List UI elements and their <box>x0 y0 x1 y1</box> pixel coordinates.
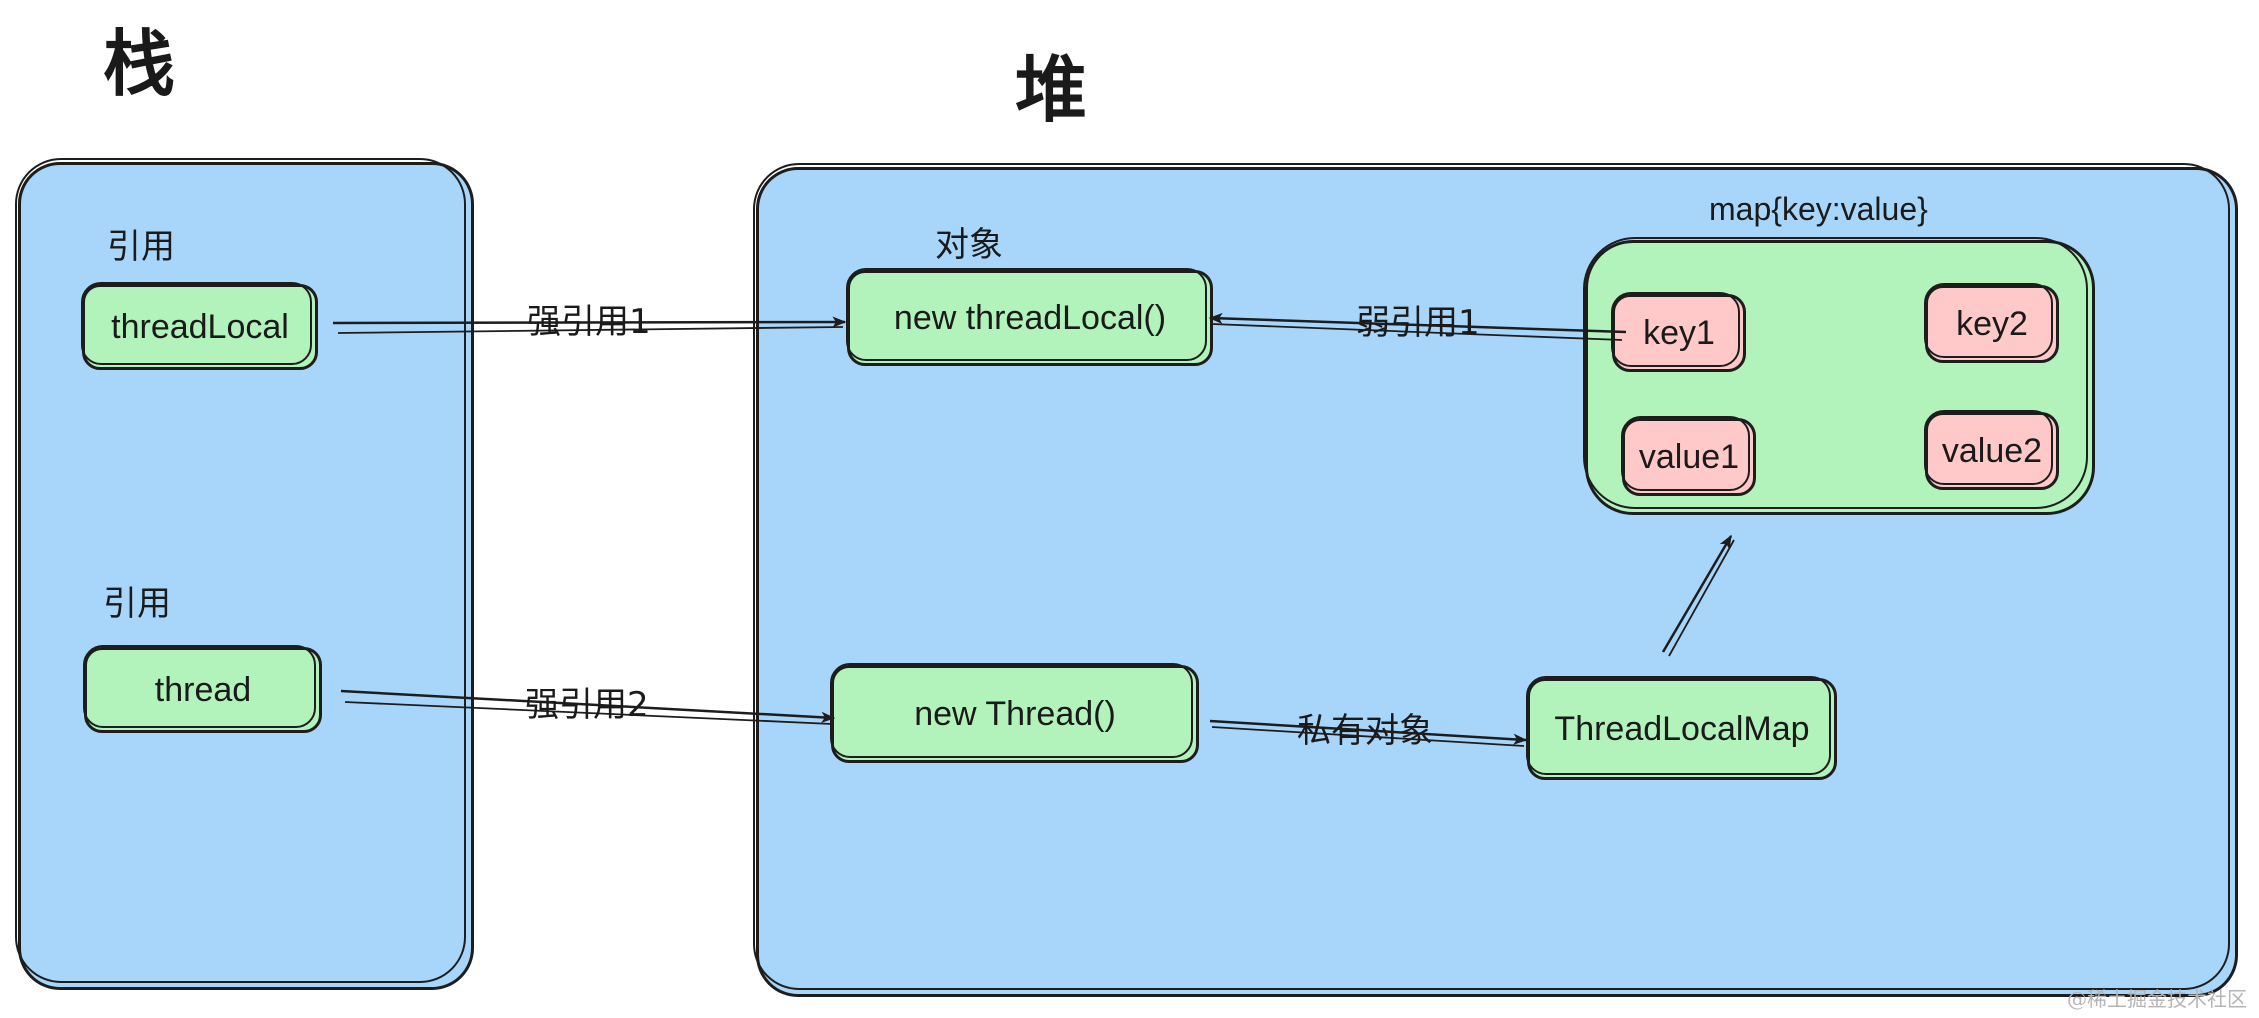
stack-ref2-label: 引用 <box>103 584 171 624</box>
strong-ref-2-label: 强引用2 <box>525 685 649 725</box>
weak-ref-1-label: 弱引用1 <box>1356 303 1480 343</box>
map-key1: key1 <box>1611 292 1746 372</box>
private-object-label: 私有对象 <box>1297 711 1433 751</box>
threadlocal-object-node: new threadLocal() <box>846 268 1213 366</box>
threadlocal-ref-node: threadLocal <box>81 282 318 370</box>
map-key2: key2 <box>1924 283 2059 363</box>
stack-title: 栈 <box>103 22 176 106</box>
thread-object-node: new Thread() <box>830 663 1199 763</box>
map-value1: value1 <box>1621 416 1756 496</box>
map-value2: value2 <box>1924 410 2059 490</box>
object-label: 对象 <box>935 225 1003 265</box>
watermark: @稀土掘金技术社区 <box>2067 987 2247 1011</box>
stack-ref1-label: 引用 <box>107 227 175 267</box>
thread-ref-node: thread <box>83 645 322 733</box>
strong-ref-1-label: 强引用1 <box>527 302 651 342</box>
heap-title: 堆 <box>1015 48 1088 132</box>
threadlocalmap-node: ThreadLocalMap <box>1526 676 1837 780</box>
map-label: map{key:value} <box>1709 191 1928 227</box>
